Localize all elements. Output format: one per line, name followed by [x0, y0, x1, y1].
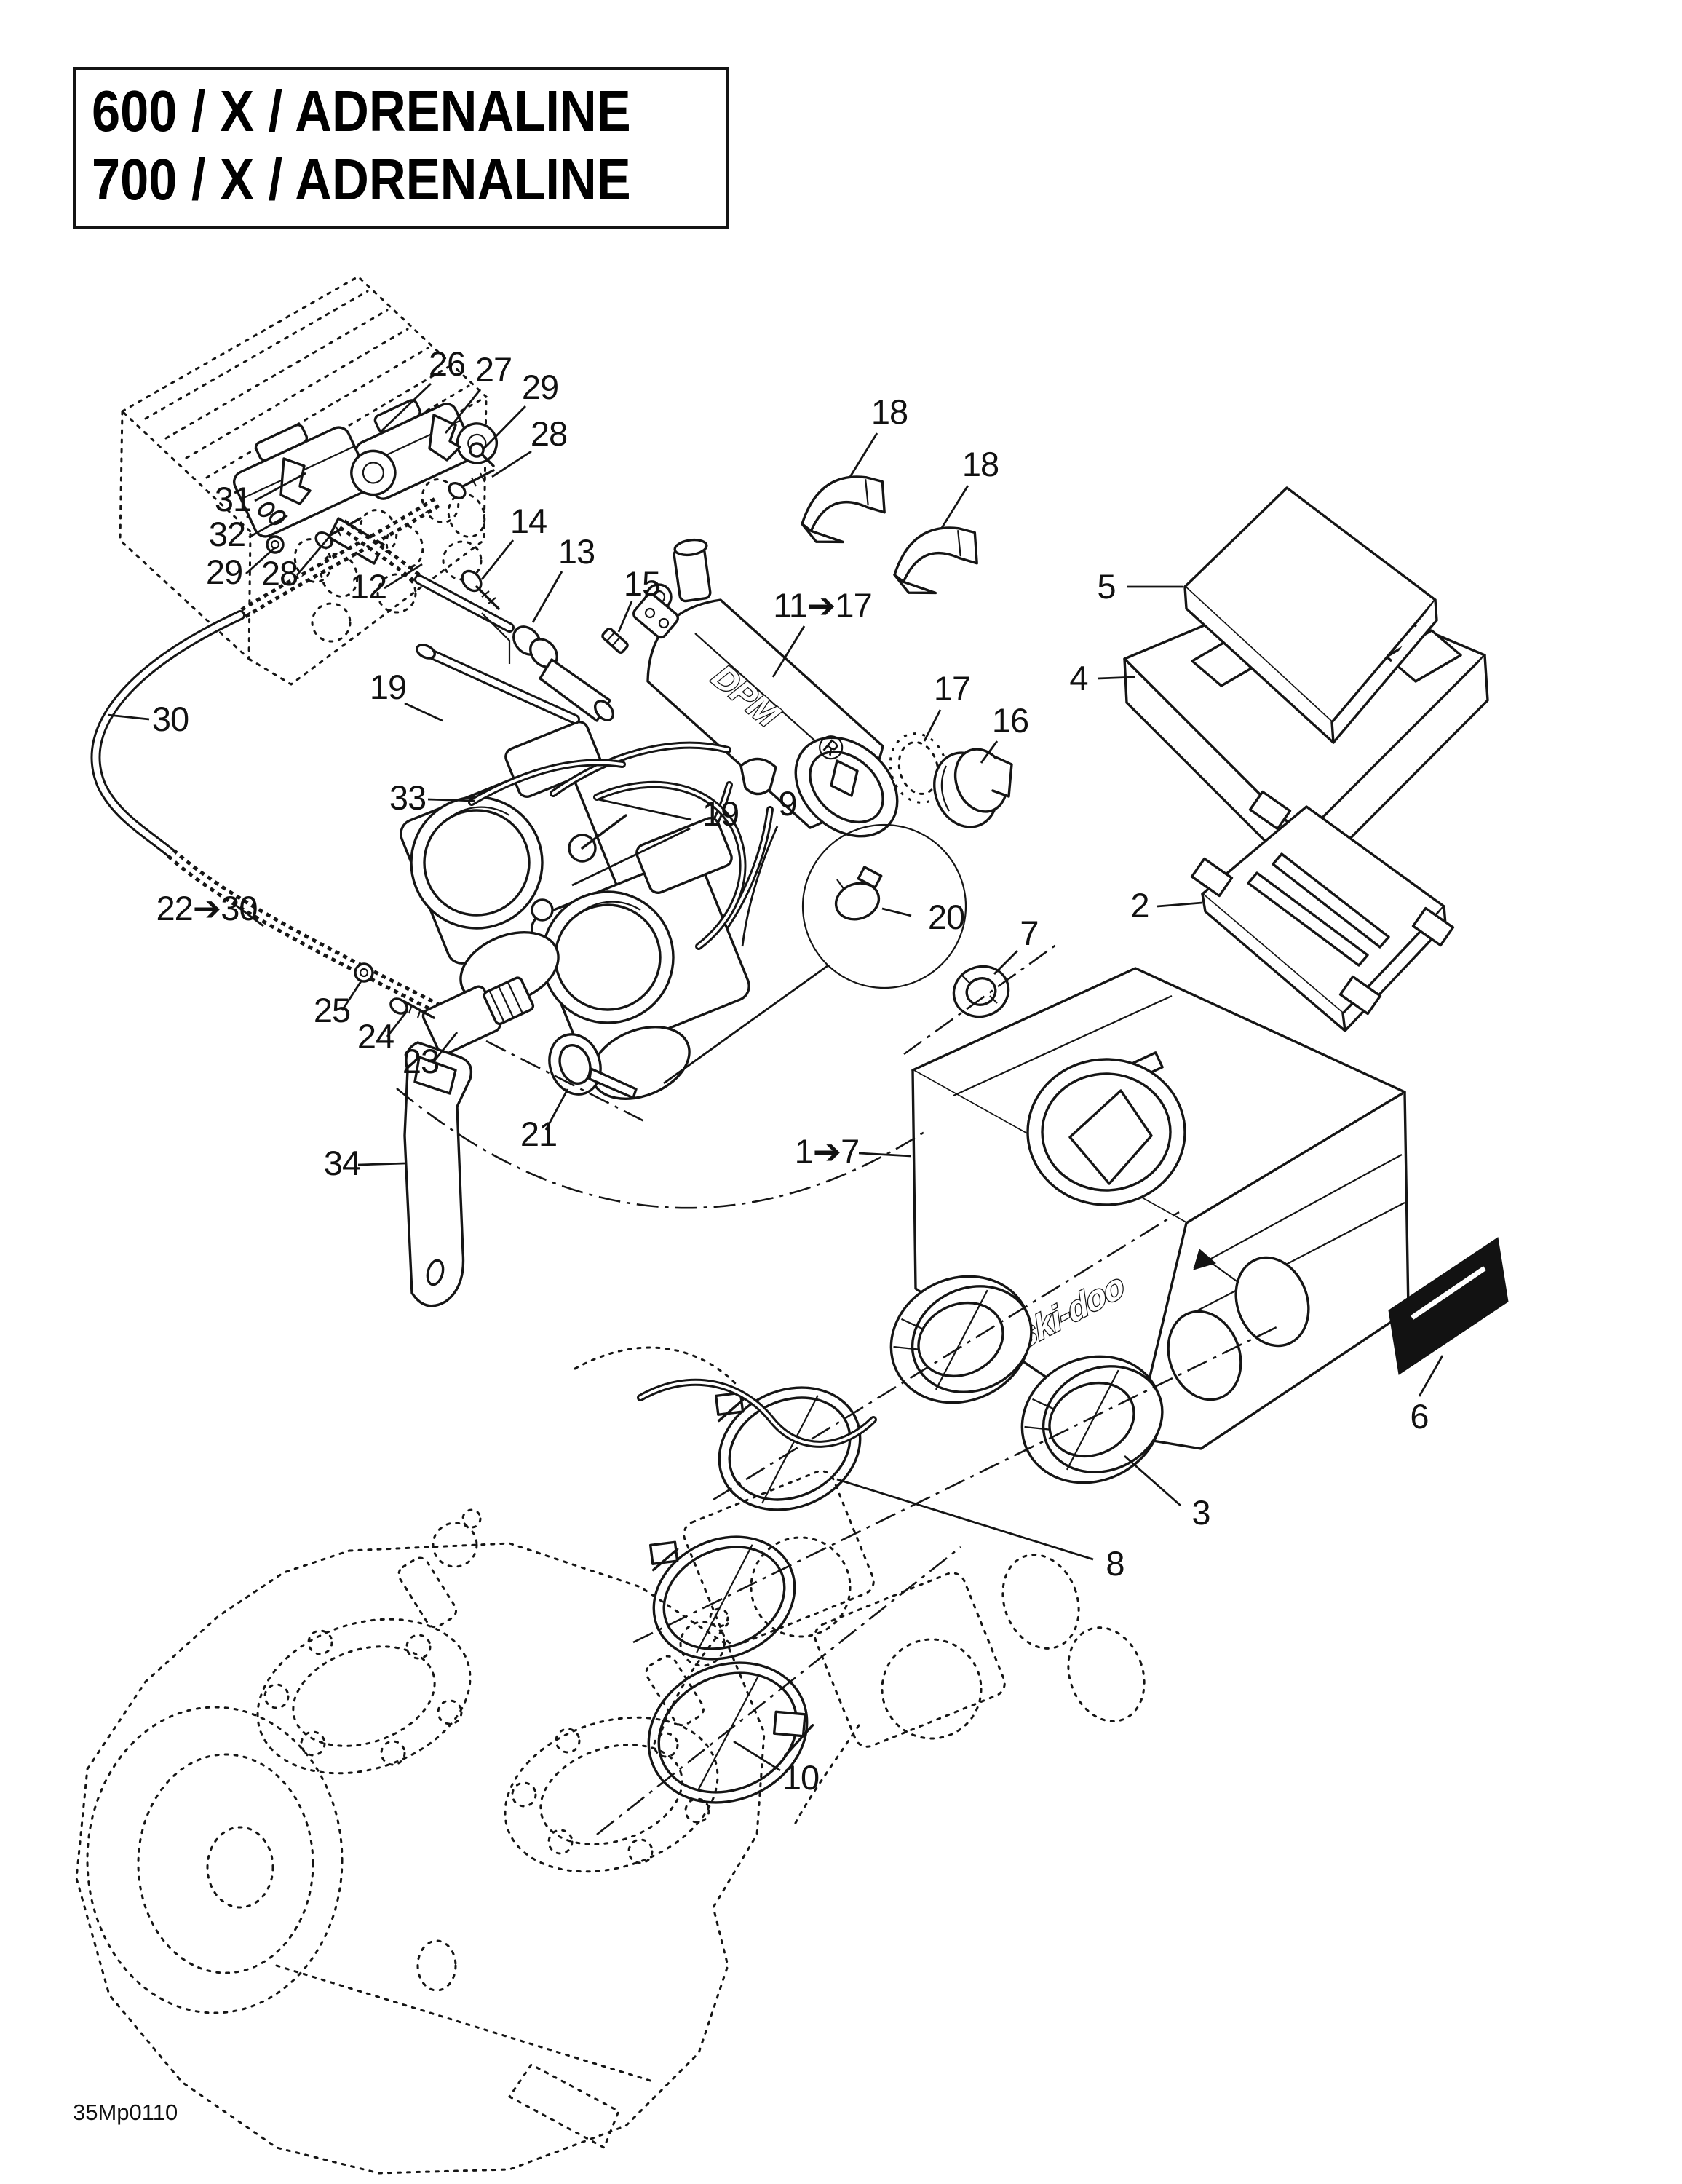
boot-3-left	[889, 1275, 1033, 1404]
callout-8: 8	[1106, 1544, 1124, 1583]
fitting-16	[933, 748, 1013, 828]
callout-13: 13	[558, 532, 595, 571]
tube-19	[416, 644, 580, 724]
boot-3-right	[1020, 1355, 1164, 1484]
callout-7: 7	[1020, 914, 1038, 952]
clamp-18-right	[893, 526, 978, 595]
title-line-2: 700 / X / ADRENALINE	[92, 147, 631, 213]
clamp-10	[647, 1661, 814, 1804]
cable-protector-assembly	[338, 519, 629, 722]
silencer-lid-5	[1123, 486, 1489, 884]
strap-34	[403, 1041, 473, 1307]
bracket-31	[279, 457, 312, 505]
nut-29-lower	[266, 535, 285, 554]
carburetor-assembly	[400, 720, 750, 1100]
airbox-flap	[1068, 1089, 1153, 1185]
plate-2	[1190, 790, 1455, 1032]
callout-19-hoses: 19	[702, 794, 739, 833]
title-box: 600 / X / ADRENALINE 700 / X / ADRENALIN…	[73, 67, 729, 229]
screw-14	[461, 569, 500, 610]
screw-28-upper	[448, 469, 495, 500]
engine-bottom-phantom	[75, 1508, 766, 2175]
dpm-clamp	[739, 757, 777, 796]
callout-28-upper: 28	[531, 414, 567, 453]
callout-31: 31	[215, 480, 251, 518]
nut-25	[354, 962, 374, 983]
callout-2: 2	[1130, 886, 1149, 925]
callout-16: 16	[992, 701, 1028, 740]
drawing-code: 35Mp0110	[73, 2100, 178, 2125]
callout-27: 27	[475, 350, 512, 389]
callout-21: 21	[520, 1115, 557, 1153]
callout-30: 30	[152, 700, 189, 738]
spark-plug-cable	[90, 497, 453, 1021]
clamp-8-lower	[648, 1535, 796, 1661]
callout-22-30: 22➔30	[156, 889, 258, 927]
callout-26: 26	[429, 344, 465, 383]
centerlines	[396, 941, 1282, 1836]
dpm-fittings	[632, 538, 712, 639]
callout-6: 6	[1410, 1397, 1428, 1436]
callout-32: 32	[209, 515, 245, 553]
callout-18-left: 18	[871, 392, 908, 431]
connector-23	[421, 976, 535, 1056]
grommet-7	[952, 965, 1010, 1018]
callout-leaders	[107, 382, 1444, 1772]
title-line-1: 600 / X / ADRENALINE	[92, 79, 631, 143]
airbox-port-2	[1234, 1256, 1310, 1348]
clamp-18-left	[801, 475, 886, 544]
cylinder-head-2	[504, 1607, 729, 1873]
callout-5: 5	[1097, 567, 1115, 606]
callout-14: 14	[510, 502, 547, 540]
fitting-15	[601, 627, 629, 654]
bracket-27	[428, 414, 461, 462]
callout-34: 34	[324, 1144, 360, 1182]
washer-32	[258, 502, 286, 526]
callout-10: 10	[782, 1758, 819, 1797]
callout-23: 23	[402, 1042, 439, 1080]
airbox-port-1	[1167, 1310, 1242, 1401]
callout-17-oring: 17	[934, 669, 970, 708]
cylinder-head-1	[256, 1508, 482, 1775]
callout-29-upper: 29	[522, 368, 558, 406]
callout-1-7: 1➔7	[795, 1132, 860, 1171]
callout-20: 20	[928, 898, 964, 936]
grommet-21	[548, 1033, 638, 1099]
callout-29-lower: 29	[206, 553, 242, 591]
callout-18-right: 18	[962, 445, 999, 483]
callout-numbers: 26 27 29 28 31 32 29 28 12 14 13 15 11➔1…	[152, 344, 1429, 1797]
carbs-bottom-phantom	[574, 1346, 1146, 1829]
callout-9: 9	[778, 784, 796, 823]
hose-33	[468, 759, 626, 806]
callout-15: 15	[624, 564, 660, 603]
callout-4: 4	[1069, 659, 1087, 697]
callout-28-lower: 28	[261, 554, 298, 593]
callout-24: 24	[357, 1017, 394, 1056]
callout-11-17: 11➔17	[773, 586, 871, 625]
callout-19-tube: 19	[370, 668, 406, 706]
callout-3: 3	[1191, 1493, 1210, 1532]
clamp-8-upper	[714, 1386, 862, 1511]
callout-33: 33	[389, 778, 426, 817]
callout-12: 12	[350, 567, 386, 606]
airbox: ski-doo	[911, 967, 1509, 1450]
magnifier-detail-20	[663, 823, 967, 1085]
callout-25: 25	[314, 991, 350, 1029]
logo-arrow-icon	[1193, 1249, 1217, 1270]
